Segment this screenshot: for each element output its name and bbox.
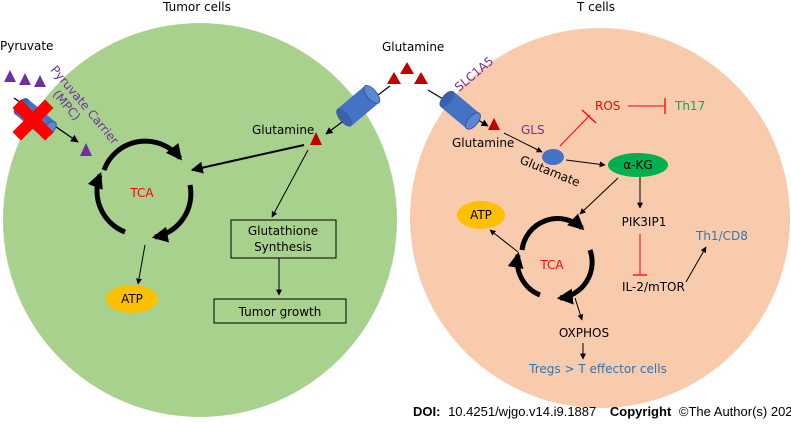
tcell-tca-cycle (507, 213, 595, 305)
transporter-icon (439, 90, 481, 130)
tumor-atp-label: ATP (121, 292, 143, 306)
th17-label: Th17 (674, 99, 705, 113)
doi-value: 10.4251/wjgo.v14.i9.1887 (448, 404, 596, 419)
copyright-label: Copyright (610, 404, 672, 419)
akg-to-tca-arrow (579, 177, 619, 215)
tumor-growth-box (213, 298, 347, 324)
gls-ros-inhibit (559, 114, 591, 147)
tumor-tca-cycle (87, 138, 194, 243)
tcell-tca-label: TCA (539, 258, 564, 272)
copyright-value: ©The Author(s) 2022. (679, 404, 791, 419)
glutamine-to-glutathione-arrow (271, 149, 309, 218)
tca-to-atp-arrow (136, 244, 146, 285)
doi-label: DOI: (413, 404, 440, 419)
tca-to-atp-arrow-tcell (489, 229, 519, 253)
il2-mtor-label: IL-2/mTOR (622, 280, 685, 294)
t-cells-title: T cells (576, 0, 615, 14)
tumor-growth-label: Tumor growth (238, 305, 322, 319)
akg-ellipse (608, 153, 668, 177)
svg-text:DOI: 10.4251/wjgo.v14.i9: DOI: 10.4251/wjgo.v14.i9.1887 Copyright … (413, 404, 791, 419)
akg-label: α-KG (623, 158, 652, 172)
triangle-icon (488, 118, 500, 130)
triangle-icon (310, 132, 322, 145)
enzyme-dot-icon (542, 149, 564, 165)
footer: DOI: 10.4251/wjgo.v14.i9.1887 Copyright … (413, 404, 791, 419)
cycle-arrow-icon (101, 138, 182, 171)
transporter-icon (336, 85, 381, 127)
cycle-arrow-icon (556, 249, 595, 305)
triangle-icon (80, 143, 92, 156)
pyruvate-triangles (4, 70, 46, 87)
tumor-cells-title: Tumor cells (162, 0, 231, 14)
ros-label: ROS (595, 99, 620, 113)
cycle-arrow-icon (519, 213, 585, 251)
glutathione-box (230, 219, 337, 259)
cycle-arrow-icon (151, 184, 194, 243)
tumor-atp-ellipse (106, 285, 158, 313)
t-cell-circle (410, 28, 790, 408)
center-glutamine-triangles (387, 62, 428, 84)
tumor-tca-label: TCA (129, 186, 154, 200)
glutathione-label: Glutathione (248, 224, 318, 238)
triangle-icon (34, 75, 46, 87)
glutamine-to-tca-arrow (190, 144, 305, 174)
glutamine-to-gls-arrow (503, 132, 543, 153)
glutamate-to-akg-arrow (565, 159, 606, 168)
cycle-arrow-icon (507, 251, 542, 298)
cycle-arrow-icon (87, 172, 126, 235)
triangle-icon (19, 73, 31, 85)
cross-icon (12, 99, 54, 141)
glutathione-label-2: Synthesis (254, 240, 312, 254)
pyruvate-label: Pyruvate (0, 39, 53, 53)
pik3ip1-label: PIK3IP1 (622, 215, 667, 229)
triangle-icon (414, 72, 428, 84)
tumor-glutamine-label: Glutamine (252, 123, 314, 137)
center-glutamine-label: Glutamine (382, 40, 444, 54)
th1-cd8-label: Th1/CD8 (695, 229, 748, 243)
triangle-icon (4, 70, 16, 82)
oxphos-label: OXPHOS (559, 326, 609, 340)
tcell-atp-ellipse (457, 201, 505, 229)
tcell-glutamine-label: Glutamine (452, 136, 514, 150)
mtor-to-th1-arrow (685, 246, 707, 283)
tumor-cell-circle (3, 23, 397, 417)
triangle-icon (400, 62, 414, 74)
tregs-label: Tregs > T effector cells (528, 362, 667, 376)
tca-to-oxphos-arrow (574, 297, 584, 321)
gls-ros-inhibit-bar (581, 109, 597, 124)
tcell-atp-label: ATP (470, 208, 492, 222)
triangle-icon (387, 72, 401, 84)
gls-label: GLS (521, 123, 545, 137)
